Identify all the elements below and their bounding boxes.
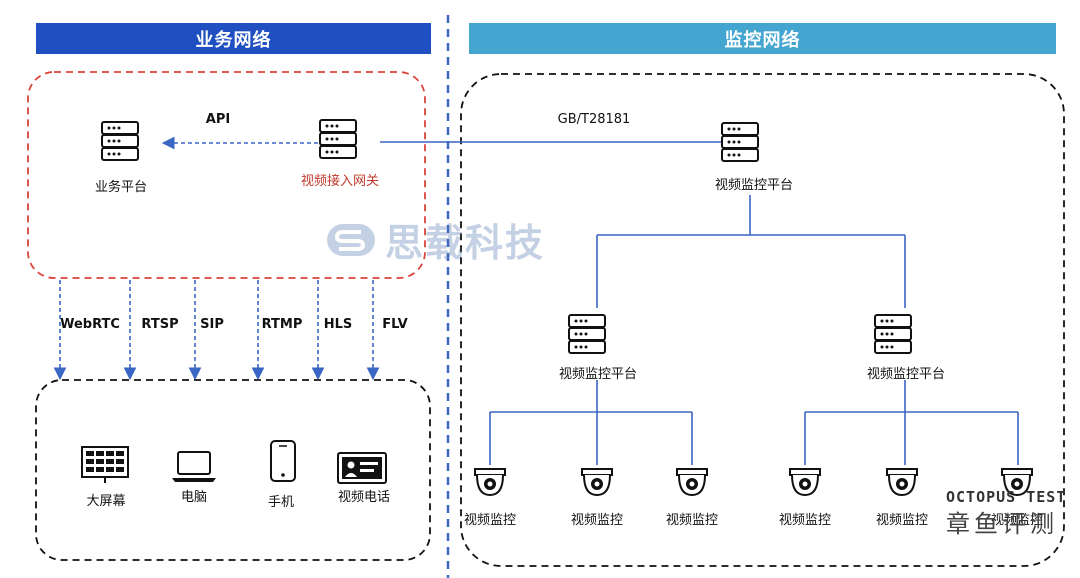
sub-platform-server-icon: [874, 314, 912, 354]
laptop-icon: [172, 451, 216, 482]
sub-platform-label: 视频监控平台: [866, 367, 946, 382]
camera-label: 视频监控: [463, 513, 517, 528]
terminal-zone-border: [35, 379, 431, 561]
monitor-network-banner: 监控网络: [469, 23, 1056, 54]
gateway-label: 视频接入网关: [300, 174, 380, 189]
protocol-label: HLS: [323, 317, 353, 332]
protocol-label: WebRTC: [60, 317, 120, 332]
camera-icon: [474, 468, 506, 496]
phone-icon: [270, 440, 296, 482]
terminal-label: 手机: [267, 495, 295, 510]
camera-label: 视频监控: [665, 513, 719, 528]
watermark-text: 思载科技: [385, 221, 546, 265]
camera-label: 视频监控: [875, 513, 929, 528]
top-platform-label: 视频监控平台: [714, 178, 794, 193]
terminal-label: 视频电话: [337, 490, 391, 505]
watermark: 思载科技: [325, 212, 545, 267]
gateway-server-icon: [319, 119, 357, 159]
big-screen-icon: [81, 446, 129, 483]
camera-label: 视频监控: [990, 513, 1044, 528]
camera-icon: [676, 468, 708, 496]
gbt-protocol-label: GB/T28181: [557, 112, 631, 127]
brand-logo: OCTOPUS TEST 章鱼评测: [946, 488, 1066, 539]
camera-icon: [789, 468, 821, 496]
sub-platform-label: 视频监控平台: [558, 367, 638, 382]
terminal-label: 电脑: [180, 490, 208, 505]
monitor-tree-lines: [489, 195, 1019, 465]
protocol-label: RTMP: [261, 317, 303, 332]
top-platform-server-icon: [721, 122, 759, 162]
video-phone-icon: [337, 452, 387, 484]
protocol-label: FLV: [382, 317, 408, 332]
api-label: API: [205, 112, 231, 127]
brand-en: OCTOPUS TEST: [946, 488, 1067, 506]
terminal-label: 大屏幕: [86, 494, 126, 509]
sub-platform-server-icon: [568, 314, 606, 354]
camera-label: 视频监控: [778, 513, 832, 528]
watermark-logo-icon: [327, 223, 375, 256]
protocol-arrows: [53, 280, 380, 381]
protocol-label: RTSP: [141, 317, 179, 332]
business-platform-label: 业务平台: [94, 180, 148, 195]
business-network-banner: 业务网络: [36, 23, 431, 54]
camera-icon: [886, 468, 918, 496]
business-platform-server-icon: [101, 121, 139, 161]
brand-zh: 章鱼评测: [946, 510, 1058, 538]
monitor-zone-border: [460, 73, 1065, 567]
business-zone-border: [27, 71, 426, 279]
camera-label: 视频监控: [570, 513, 624, 528]
protocol-label: SIP: [200, 317, 224, 332]
camera-icon: [581, 468, 613, 496]
